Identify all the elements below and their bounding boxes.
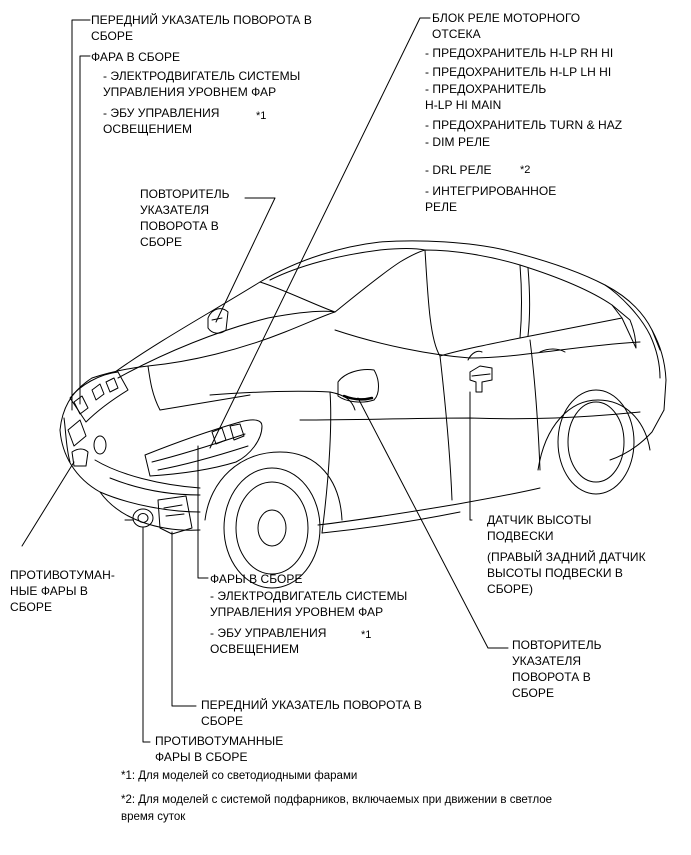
label-relay-item6-mark: *2 xyxy=(520,164,531,176)
label-front-turn-top: ПЕРЕДНИЙ УКАЗАТЕЛЬ ПОВОРОТА В СБОРЕ xyxy=(91,13,312,43)
label-headlamps-mid-item2: - ЭБУ УПРАВЛЕНИЯ ОСВЕЩЕНИЕМ xyxy=(210,626,327,656)
label-headlamps-mid-mark: *1 xyxy=(361,629,372,641)
right-headlamp-assembly xyxy=(144,419,263,477)
label-headlamps-mid-item1: - ЭЛЕКТРОДВИГАТЕЛЬ СИСТЕМЫ УПРАВЛЕНИЯ УР… xyxy=(210,589,408,619)
label-headlamp-mark: *1 xyxy=(256,110,267,122)
label-relay-item6: - DRL РЕЛЕ xyxy=(425,163,492,177)
label-relay-item2: - ПРЕДОХРАНИТЕЛЬ H-LP LH HI xyxy=(425,65,612,79)
side-repeater-left-mirror xyxy=(207,308,229,334)
side-repeater-right-mirror xyxy=(337,369,379,403)
label-headlamp-title: ФАРА В СБОРЕ xyxy=(91,50,181,64)
label-relay-block-title: БЛОК РЕЛЕ МОТОРНОГО ОТСЕКА xyxy=(432,11,581,41)
label-relay-item4: - ПРЕДОХРАНИТЕЛЬ TURN & HAZ xyxy=(425,118,623,132)
label-fog-left: ПРОТИВОТУМАН- НЫЕ ФАРЫ В СБОРЕ xyxy=(10,568,115,614)
label-relay-item7: - ИНТЕГРИРОВАННОЕ РЕЛЕ xyxy=(425,184,557,214)
footnote-2: *2: Для моделей с системой подфарников, … xyxy=(121,794,553,823)
label-headlamp-item1: - ЭЛЕКТРОДВИГАТЕЛЬ СИСТЕМЫ УПРАВЛЕНИЯ УР… xyxy=(103,69,301,99)
label-fog-bottom: ПРОТИВОТУМАННЫЕ ФАРЫ В СБОРЕ xyxy=(155,734,284,764)
front-turn-lamp xyxy=(157,495,193,535)
label-relay-item1: - ПРЕДОХРАНИТЕЛЬ H-LP RH HI xyxy=(425,46,614,60)
label-headlamp-item2: - ЭБУ УПРАВЛЕНИЯ ОСВЕЩЕНИЕМ xyxy=(103,106,220,136)
leader-lines xyxy=(21,17,509,743)
label-relay-item5: - DIM РЕЛЕ xyxy=(425,135,491,149)
left-headlamp-assembly xyxy=(63,371,129,467)
label-relay-item3: - ПРЕДОХРАНИТЕЛЬ H-LP HI MAIN xyxy=(425,82,547,112)
label-headlamps-mid-title: ФАРЫ В СБОРЕ xyxy=(210,572,303,586)
label-side-repeater-left: ПОВТОРИТЕЛЬ УКАЗАТЕЛЯ ПОВОРОТА В СБОРЕ xyxy=(140,187,230,249)
footnote-1: *1: Для моделей со светодиодными фарами xyxy=(121,770,358,782)
label-side-repeater-right: ПОВТОРИТЕЛЬ УКАЗАТЕЛЯ ПОВОРОТА В СБОРЕ xyxy=(512,638,602,700)
height-sensor xyxy=(469,365,493,393)
label-height-sensor-note: (ПРАВЫЙ ЗАДНИЙ ДАТЧИК ВЫСОТЫ ПОДВЕСКИ В … xyxy=(487,550,646,596)
label-front-turn-bottom: ПЕРЕДНИЙ УКАЗАТЕЛЬ ПОВОРОТА В СБОРЕ xyxy=(201,698,422,728)
label-height-sensor-title: ДАТЧИК ВЫСОТЫ ПОДВЕСКИ xyxy=(487,513,592,543)
